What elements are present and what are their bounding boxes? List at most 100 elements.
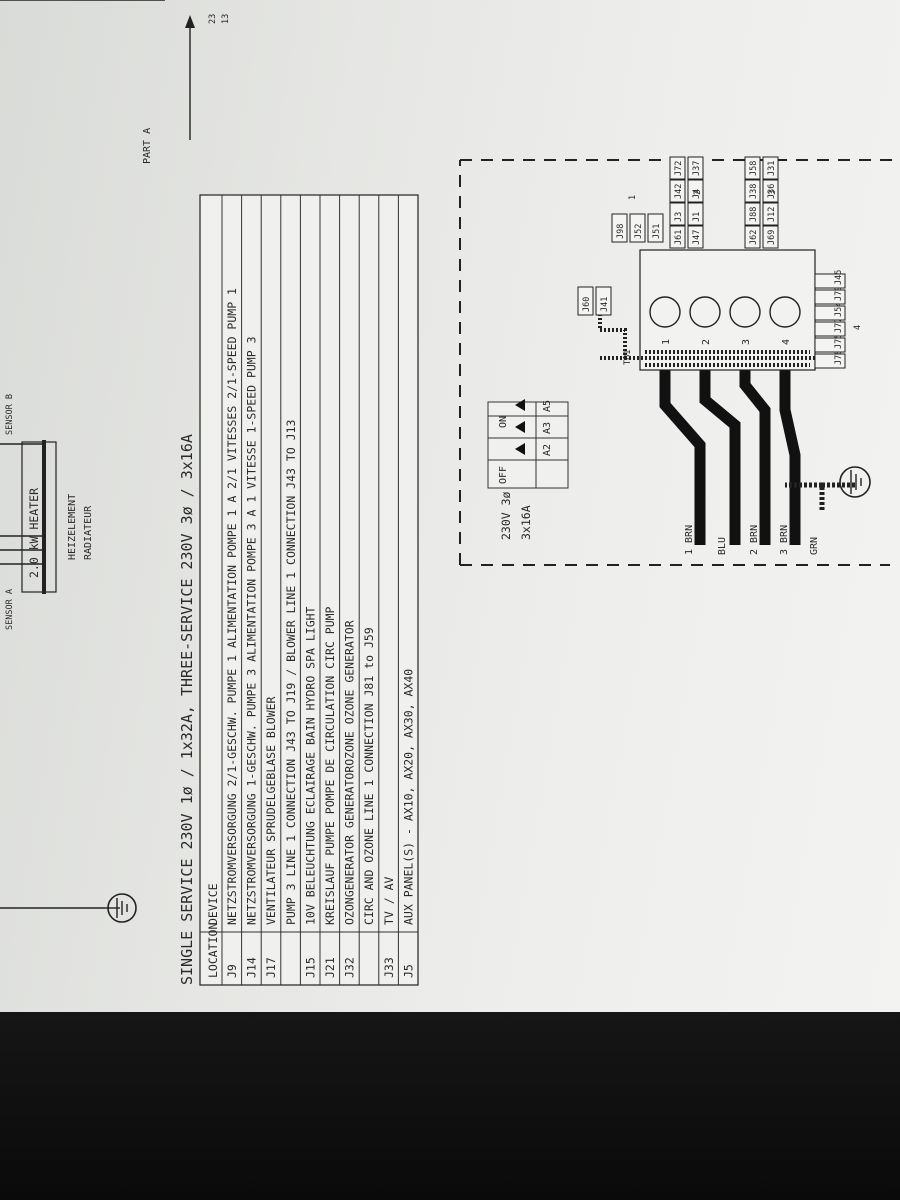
connector: J78 bbox=[814, 350, 846, 369]
dip-switch: A5 bbox=[515, 399, 553, 412]
connector-label: J88 bbox=[749, 207, 759, 222]
wire-label: 1 BRN bbox=[684, 525, 695, 555]
connector-label: J79 bbox=[834, 286, 844, 301]
table-row-device: TV / AV bbox=[382, 876, 396, 925]
connector: J79 bbox=[814, 286, 846, 305]
connector: J54 bbox=[814, 302, 846, 321]
connector: J69 bbox=[762, 225, 779, 249]
part-a-label: PART A bbox=[142, 128, 153, 164]
ground-symbol-top bbox=[0, 893, 137, 923]
terminal-number: 2 bbox=[701, 339, 712, 345]
connector-label: J45 bbox=[834, 270, 844, 285]
switch-arrow-icon bbox=[515, 443, 525, 455]
supply-wires bbox=[659, 370, 855, 545]
connector: J45 bbox=[814, 270, 846, 289]
wire-label: 3 BRN bbox=[779, 525, 790, 555]
connector: J38 bbox=[744, 179, 761, 203]
connector-label: J69 bbox=[767, 230, 777, 245]
connector-label: J42 bbox=[674, 184, 684, 199]
table-title: SINGLE SERVICE 230V 1ø / 1x32A, THREE-SE… bbox=[178, 434, 196, 985]
connector-label: J1 bbox=[692, 212, 702, 222]
connector: J60 bbox=[577, 286, 594, 316]
block-number: 1 bbox=[628, 195, 638, 200]
table-row-device: OZONGENERATOR GENERATOROZONE OZONE GENER… bbox=[343, 620, 357, 925]
table-row-device: KREISLAUF PUMPE POMPE DE CIRCULATION CIR… bbox=[323, 606, 337, 925]
connector-label: J52 bbox=[634, 224, 644, 239]
table-row-location: J9 bbox=[225, 964, 239, 978]
connector-label: J58 bbox=[749, 161, 759, 176]
connector: J72 bbox=[669, 156, 686, 180]
connector: J3 bbox=[669, 202, 686, 226]
connector: J36 bbox=[762, 179, 779, 203]
sensor-a-label: SENSOR A bbox=[5, 589, 15, 630]
dip-switch-table: OFF ON A2 A3 A5 bbox=[487, 399, 569, 489]
switch-off-label: OFF bbox=[498, 466, 509, 484]
block-number: 3 bbox=[768, 190, 778, 195]
switch-label: A3 bbox=[542, 422, 553, 434]
connector-label: J98 bbox=[616, 224, 626, 239]
terminal-number: 1 bbox=[661, 339, 672, 345]
supply-voltage: 230V 3ø bbox=[499, 491, 513, 540]
connector: J77 bbox=[814, 318, 846, 337]
switch-label: A2 bbox=[542, 444, 553, 456]
connector-label: J78 bbox=[834, 350, 844, 365]
heater-label: 2.0 kW HEATER bbox=[27, 488, 41, 578]
connector-label: J51 bbox=[652, 224, 662, 239]
connector-label: J4 bbox=[692, 189, 702, 199]
connector: J37 bbox=[687, 156, 704, 180]
connector: J62 bbox=[744, 225, 761, 249]
connector: J51 bbox=[647, 213, 664, 243]
connector-label: J75 bbox=[834, 334, 844, 349]
switch-arrow-icon bbox=[515, 421, 525, 433]
connector: J47 bbox=[687, 225, 704, 249]
connector-label: J41 bbox=[600, 297, 610, 312]
connector-label: J77 bbox=[834, 318, 844, 333]
connector-label: J31 bbox=[767, 161, 777, 176]
table-row-location: J17 bbox=[264, 957, 278, 978]
table-row-device: NETZSTROMVERSORGUNG 2/1-GESCHW. PUMPE 1 … bbox=[225, 288, 239, 925]
connector: J61 bbox=[669, 225, 686, 249]
terminal-number: 4 bbox=[781, 339, 792, 345]
connector-label: J36 bbox=[767, 184, 777, 199]
header-location: LOCATION bbox=[206, 923, 220, 978]
table-row-device: VENTILATEUR SPRUDELGEBLASE BLOWER bbox=[264, 696, 278, 925]
dark-background bbox=[0, 1012, 900, 1200]
switch-on-label: ON bbox=[498, 416, 509, 428]
connector: J1 bbox=[687, 202, 704, 226]
table-row-location: J14 bbox=[245, 957, 259, 978]
radiateur-label: RADIATEUR bbox=[83, 505, 94, 560]
connector: J4 bbox=[687, 179, 704, 203]
table-row-device: PUMP 3 LINE 1 CONNECTION J43 TO J19 / BL… bbox=[284, 420, 298, 925]
block-number: 2 bbox=[693, 190, 703, 195]
connector-label: J3 bbox=[674, 212, 684, 222]
connector-label: J12 bbox=[767, 207, 777, 222]
table-row-location: J5 bbox=[401, 964, 415, 978]
edge-mark-2: 13 bbox=[221, 14, 231, 24]
sensor-b-label: SENSOR B bbox=[5, 394, 15, 435]
table-row-location: J33 bbox=[382, 957, 396, 978]
table-row-location: J32 bbox=[343, 957, 357, 978]
ground-symbol-panel bbox=[839, 466, 871, 498]
dip-switch: A2 bbox=[515, 443, 553, 456]
connector-label: J62 bbox=[749, 230, 759, 245]
table-row-device: 10V BELEUCHTUNG ECLAIRAGE BAIN HYDRO SPA… bbox=[303, 606, 317, 925]
connector-label: J47 bbox=[692, 230, 702, 245]
terminal-number: 3 bbox=[741, 339, 752, 345]
heater-element: 2.0 kW HEATER HEIZELEMENT RADIATEUR SENS… bbox=[0, 394, 94, 630]
wire-label: 2 BRN bbox=[749, 525, 760, 555]
switch-arrow-icon bbox=[515, 399, 525, 411]
connector-label: J60 bbox=[582, 297, 592, 312]
table-row-device: NETZSTROMVERSORGUNG 1-GESCHW. PUMPE 3 AL… bbox=[245, 336, 259, 925]
wire-label: GRN bbox=[809, 537, 820, 555]
connector: J75 bbox=[814, 334, 846, 353]
table-row-location: J15 bbox=[303, 957, 317, 978]
table-row-location: J21 bbox=[323, 957, 337, 978]
connector-label: J72 bbox=[674, 161, 684, 176]
connector: J58 bbox=[744, 156, 761, 180]
connector-label: J38 bbox=[749, 184, 759, 199]
dip-switch: A3 bbox=[515, 421, 553, 434]
switch-label: A5 bbox=[542, 400, 553, 412]
